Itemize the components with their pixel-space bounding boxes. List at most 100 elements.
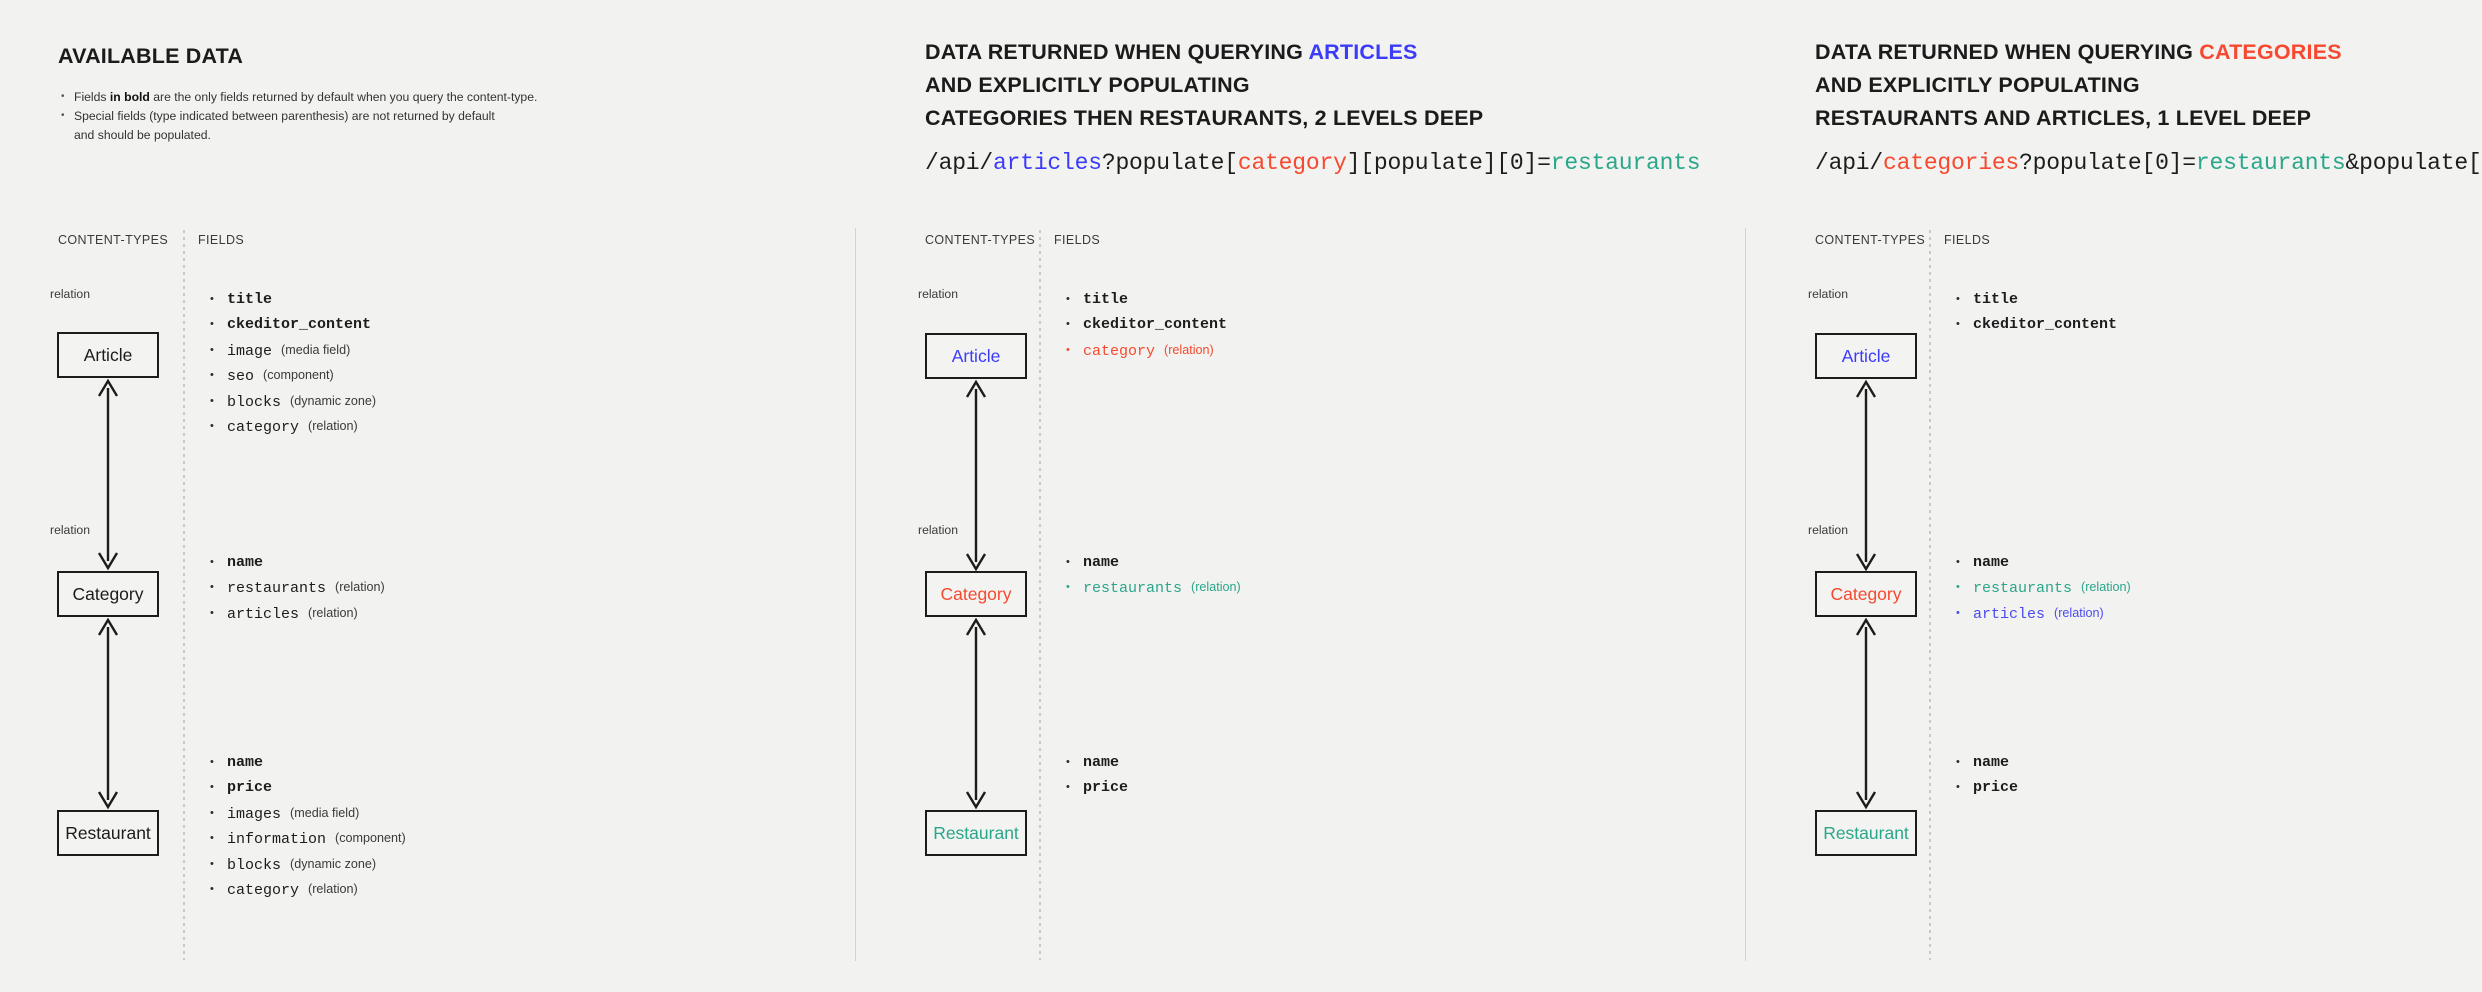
field-row: image (media field) (205, 338, 376, 364)
note-item: Fields in bold are the only fields retur… (58, 87, 538, 107)
field-row: title (1951, 287, 2117, 313)
fields-list-category: name restaurants (relation) articles (relati… (1951, 550, 2131, 627)
field-name: name (227, 554, 264, 571)
fields-list-article: title ckeditor_content (1951, 287, 2117, 338)
field-name: information (227, 831, 327, 849)
entity-box-article[interactable]: Article (1815, 333, 1917, 379)
field-name: blocks (227, 393, 282, 411)
field-row: restaurants (relation) (1951, 575, 2131, 601)
title-accent-articles: ARTICLES (1308, 40, 1418, 64)
field-type: (component) (263, 368, 334, 383)
fields-list-restaurant: name price (1061, 750, 1128, 801)
field-row: name (1061, 750, 1128, 776)
panel-available-data: AVAILABLE DATA Fields in bold are the on… (0, 0, 855, 992)
panel-query-articles: DATA RETURNED WHEN QUERYING ARTICLES AND… (856, 0, 1745, 992)
column-label-content-types: CONTENT-TYPES (1815, 233, 1926, 247)
api-url-segment: categories (1883, 150, 2020, 176)
field-name: seo (227, 368, 255, 386)
panel-title-line-3: RESTAURANTS AND ARTICLES, 1 LEVEL DEEP (1815, 106, 2312, 130)
api-url-segment: ?populate[0]= (2019, 150, 2196, 176)
field-row: ckeditor_content (1061, 312, 1228, 338)
field-name: title (1973, 291, 2019, 308)
relation-arrow-article-category (961, 379, 991, 572)
title-accent-categories: CATEGORIES (2199, 40, 2342, 64)
field-row: category (relation) (1061, 338, 1227, 364)
relation-arrow-article-category (93, 378, 123, 571)
panel-title-line-1: DATA RETURNED WHEN QUERYING CATEGORIES (1815, 36, 2342, 69)
column-label-fields: FIELDS (1054, 233, 1101, 247)
api-url-segment: ?populate[ (1101, 150, 1238, 176)
entity-box-article[interactable]: Article (57, 332, 159, 378)
entity-box-category[interactable]: Category (1815, 571, 1917, 617)
api-url-segment: restaurants (1550, 150, 1701, 176)
column-label-content-types: CONTENT-TYPES (925, 233, 1036, 247)
panel-title-line-2: AND EXPLICITLY POPULATING (925, 73, 1250, 97)
api-url-segment: &populate[1]= (2345, 150, 2482, 176)
field-name: category (1083, 342, 1156, 360)
field-name: title (1083, 291, 1129, 308)
note-text-0: Fields in bold are the only fields retur… (74, 90, 538, 104)
panel-title-line-2: AND EXPLICITLY POPULATING (1815, 73, 2140, 97)
entity-box-restaurant[interactable]: Restaurant (57, 810, 159, 856)
field-row: price (1061, 775, 1129, 801)
field-type: (media field) (281, 342, 351, 357)
field-name: articles (227, 605, 300, 623)
field-type: (relation) (2054, 605, 2104, 620)
field-name: articles (1973, 605, 2046, 623)
field-type: (component) (335, 831, 406, 846)
entity-box-restaurant[interactable]: Restaurant (925, 810, 1027, 856)
column-label-content-types: CONTENT-TYPES (58, 233, 169, 247)
field-row: blocks(dynamic zone) (205, 852, 406, 878)
column-label-fields: FIELDS (1944, 233, 1991, 247)
panel-notes: Fields in bold are the only fields retur… (58, 87, 538, 145)
field-type: (relation) (1191, 580, 1241, 595)
field-row: title (1061, 287, 1227, 313)
relation-label: relation (50, 523, 90, 537)
field-row: name (1951, 550, 2131, 576)
field-name: ckeditor_content (1973, 316, 2118, 334)
panel-title-line-1: DATA RETURNED WHEN QUERYING ARTICLES (925, 36, 1418, 69)
field-name: category (227, 418, 300, 436)
field-name: ckeditor_content (1083, 316, 1228, 334)
fields-list-restaurant: name price (1951, 750, 2018, 801)
field-row: name (1061, 550, 1241, 576)
field-name: image (227, 342, 273, 360)
field-row: name (1951, 750, 2018, 776)
field-type: (relation) (308, 605, 358, 620)
field-row: articles (relation) (1951, 601, 2131, 627)
field-type: (relation) (2081, 580, 2131, 595)
field-row: category(relation) (205, 877, 406, 903)
field-type: (dynamic zone) (290, 393, 377, 408)
entity-box-category[interactable]: Category (57, 571, 159, 617)
relation-label: relation (918, 523, 958, 537)
field-row: price (1951, 775, 2018, 801)
field-name: images (227, 805, 282, 823)
relation-arrow-category-restaurant (93, 617, 123, 810)
panel-query-categories: DATA RETURNED WHEN QUERYING CATEGORIES A… (1746, 0, 2482, 992)
entity-box-category[interactable]: Category (925, 571, 1027, 617)
field-name: restaurants (1973, 580, 2073, 598)
api-url-segment: articles (993, 150, 1102, 176)
entity-box-restaurant[interactable]: Restaurant (1815, 810, 1917, 856)
entity-box-article[interactable]: Article (925, 333, 1027, 379)
field-name: name (1083, 754, 1120, 771)
field-row: name (205, 750, 406, 776)
api-url[interactable]: /api/articles?populate[category][populat… (925, 150, 1701, 176)
field-type: (relation) (308, 418, 358, 433)
field-name: name (227, 754, 264, 771)
column-label-fields: FIELDS (198, 233, 245, 247)
field-row: price (205, 775, 406, 801)
api-url-segment: /api/ (925, 150, 994, 176)
field-row: seo (component) (205, 363, 376, 389)
api-url-segment: /api/ (1815, 150, 1884, 176)
field-name: name (1083, 554, 1120, 571)
field-type: (relation) (1164, 342, 1214, 357)
field-name: name (1973, 754, 2010, 771)
field-name: price (1083, 779, 1129, 797)
api-url[interactable]: /api/categories?populate[0]=restaurants&… (1815, 150, 2482, 176)
panel-title: AVAILABLE DATA (58, 44, 244, 68)
relation-arrow-category-restaurant (1851, 617, 1881, 810)
